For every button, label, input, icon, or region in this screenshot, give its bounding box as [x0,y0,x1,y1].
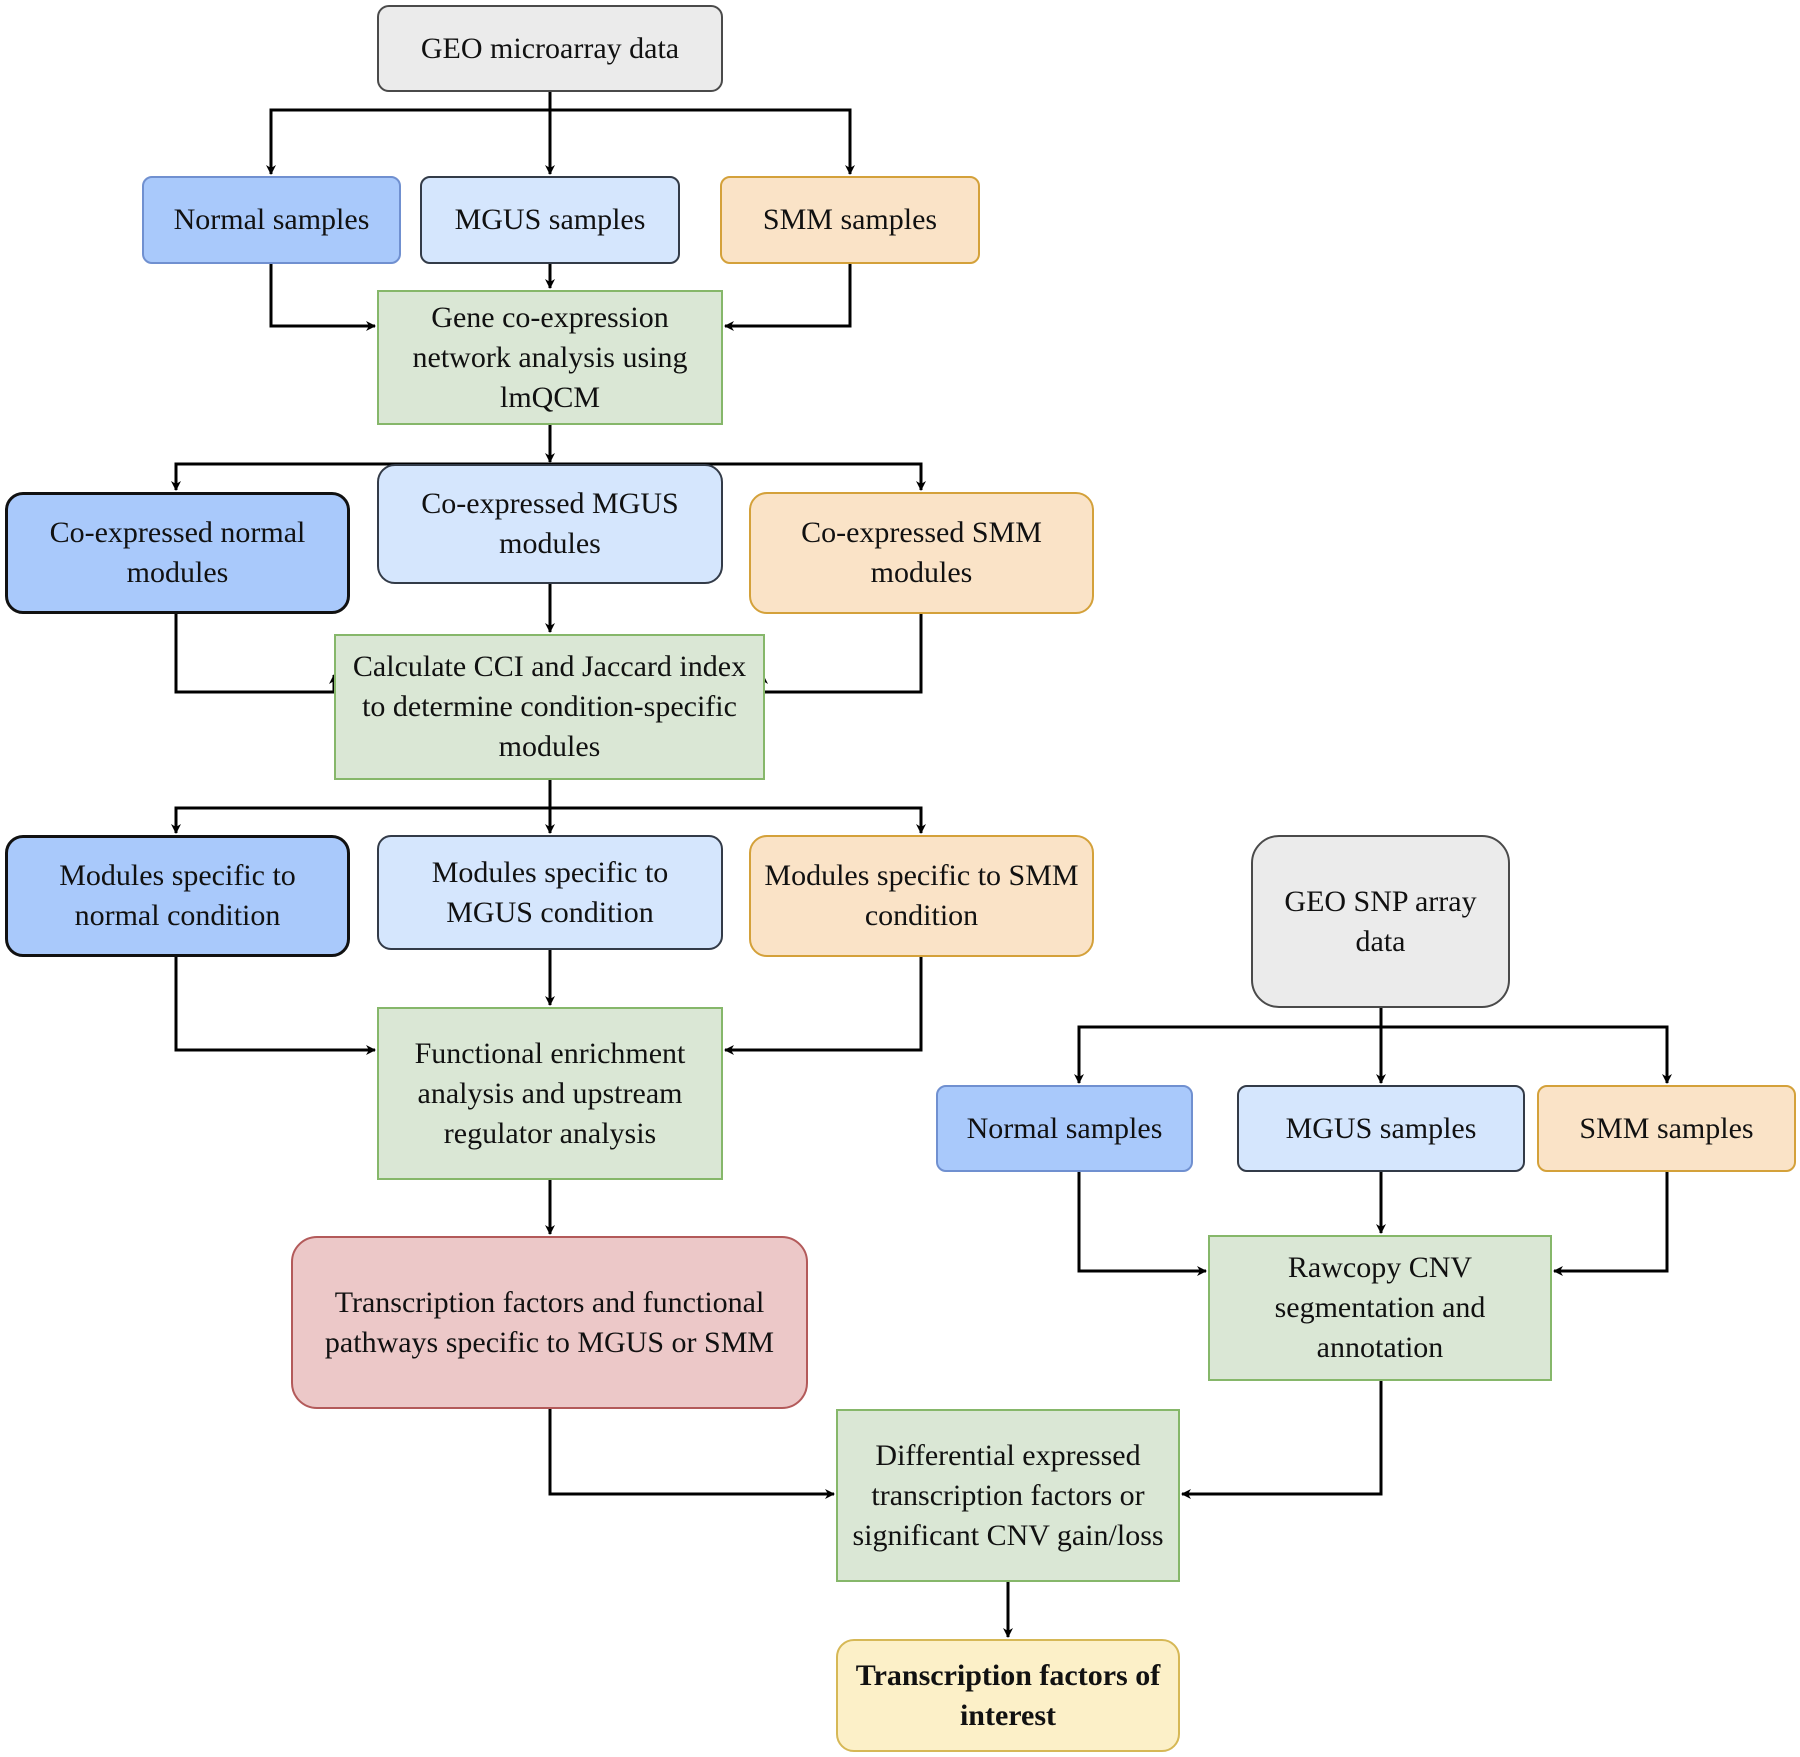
cci-jaccard-node: Calculate CCI and Jaccard index to deter… [334,634,765,780]
arrow-modules-normal-to-enrichment [174,957,376,1055]
differential-node: Differential expressed transcription fac… [836,1409,1180,1582]
arrow-modules-smm-to-enrichment [724,957,923,1055]
geo-microarray-node: GEO microarray data [377,5,723,92]
arrow-coexp-normal-to-cci [174,614,339,694]
arrow-geo-to-normal [266,108,550,175]
arrow-normal-to-coexpression [269,264,376,331]
arrow-snp-to-normal [1074,1025,1381,1084]
coexp-mgus-label: Co-expressed MGUS modules [421,487,679,560]
functional-enrichment-label: Functional enrichment analysis and upstr… [414,1036,686,1150]
snp-mgus-samples-node: MGUS samples [1237,1085,1525,1172]
coexp-smm-node: Co-expressed SMM modules [749,492,1094,614]
snp-smm-samples-label: SMM samples [1579,1111,1754,1145]
modules-smm-node: Modules specific to SMM condition [749,835,1094,957]
modules-mgus-label: Modules specific to MGUS condition [431,855,669,929]
modules-smm-label: Modules specific to SMM condition [764,859,1079,932]
normal-samples-node: Normal samples [142,176,401,264]
arrow-snp-smm-to-rawcopy [1553,1172,1669,1276]
gene-coexpression-node: Gene co-expression network analysis usin… [377,290,723,425]
normal-samples-label: Normal samples [173,203,370,236]
coexp-mgus-node: Co-expressed MGUS modules [377,464,723,584]
smm-samples-node: SMM samples [720,176,980,264]
rawcopy-label: Rawcopy CNV segmentation and annotation [1274,1251,1486,1364]
tf-interest-label: Transcription factors of interest [855,1658,1161,1732]
geo-snp-node: GEO SNP array data [1251,835,1510,1008]
snp-mgus-samples-label: MGUS samples [1285,1111,1477,1145]
tf-pathways-node: Transcription factors and functional pat… [291,1236,808,1409]
gene-coexpression-label: Gene co-expression network analysis usin… [412,300,688,414]
smm-samples-label: SMM samples [762,203,938,236]
modules-normal-label: Modules specific to normal condition [59,859,296,932]
arrow-smm-to-coexpression [724,264,852,331]
coexp-normal-label: Co-expressed normal modules [49,516,306,589]
coexp-normal-node: Co-expressed normal modules [5,492,350,614]
arrow-snp-to-smm [1381,1025,1672,1084]
tf-pathways-label: Transcription factors and functional pat… [324,1285,775,1359]
arrow-tf-pathways-to-differential [548,1409,835,1499]
snp-smm-samples-node: SMM samples [1537,1085,1796,1172]
mgus-samples-node: MGUS samples [420,176,680,264]
arrow-rawcopy-to-differential [1181,1381,1383,1499]
snp-normal-samples-label: Normal samples [966,1111,1163,1145]
rawcopy-node: Rawcopy CNV segmentation and annotation [1208,1235,1552,1381]
geo-snp-label: GEO SNP array data [1284,884,1477,958]
geo-microarray-label: GEO microarray data [420,31,680,65]
arrow-cci-to-modules-normal [171,806,550,834]
differential-label: Differential expressed transcription fac… [852,1438,1164,1552]
arrow-geo-to-smm [550,108,855,175]
modules-normal-node: Modules specific to normal condition [5,835,350,957]
arrow-cci-to-modules-smm [550,806,926,834]
cci-jaccard-label: Calculate CCI and Jaccard index to deter… [352,650,747,763]
modules-mgus-node: Modules specific to MGUS condition [377,835,723,950]
arrow-snp-normal-to-rawcopy [1077,1172,1207,1276]
coexp-smm-label: Co-expressed SMM modules [801,516,1042,589]
snp-normal-samples-node: Normal samples [936,1085,1193,1172]
tf-interest-node: Transcription factors of interest [836,1639,1180,1752]
arrow-coexp-smm-to-cci [758,614,923,694]
mgus-samples-label: MGUS samples [454,203,646,236]
functional-enrichment-node: Functional enrichment analysis and upstr… [377,1007,723,1180]
